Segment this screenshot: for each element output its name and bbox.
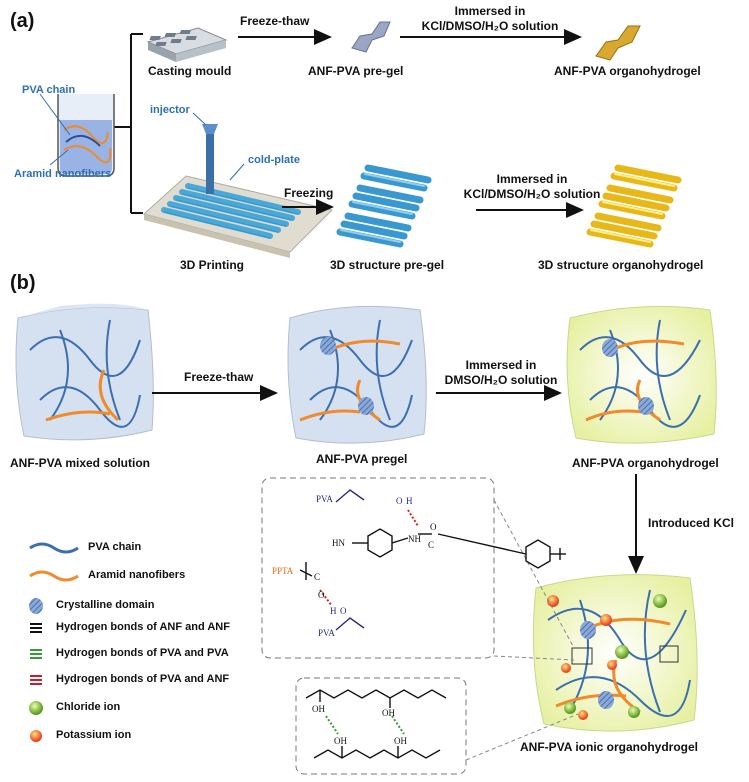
panel-b-label: (b) <box>10 272 36 294</box>
pregel-dogbone-illustration <box>351 21 391 53</box>
freeze-thaw-step-label: Freeze-thaw <box>240 14 310 28</box>
zoom-box-lower <box>295 677 467 775</box>
freeze-thaw-b-label: Freeze-thaw <box>184 370 254 384</box>
legend-potassium: Potassium ion <box>56 729 132 741</box>
o-label-ppta: O <box>318 590 325 600</box>
h-label-top: H <box>406 496 413 506</box>
immersed-step-label-2: Immersed in KCl/DMSO/H₂O solution <box>463 172 601 201</box>
o-label-bottom: O <box>340 606 347 616</box>
gel-cube-pregel <box>287 305 427 444</box>
green-dash-icon <box>30 649 42 659</box>
red-dash-icon <box>30 675 42 685</box>
legend-hbond-anf-anf: Hydrogen bonds of ANF and ANF <box>56 621 230 633</box>
3d-printing-caption: 3D Printing <box>180 258 245 272</box>
freezing-step-label: Freezing <box>284 186 334 200</box>
organohydrogel-caption: ANF-PVA organohydrogel <box>572 456 719 470</box>
legend-chloride: Chloride ion <box>56 701 121 713</box>
legend-hbond-pva-anf: Hydrogen bonds of PVA and ANF <box>56 673 230 685</box>
ionic-organohydrogel-caption: ANF-PVA ionic organohydrogel <box>520 740 699 754</box>
introduced-kcl-label: Introduced KCl <box>648 516 734 530</box>
panel-a-label: (a) <box>10 10 35 32</box>
blue-3d-structure-illustration <box>336 164 432 248</box>
gel-cube-organohydrogel <box>566 305 717 444</box>
injector-label: injector <box>150 104 190 116</box>
pva-label-top: PVA <box>316 494 333 504</box>
c-label-carbonyl: C <box>428 540 435 550</box>
beaker-illustration <box>39 93 115 177</box>
pregel-caption: ANF-PVA pregel <box>316 452 408 466</box>
anf-pva-pregel-caption: ANF-PVA pre-gel <box>308 64 404 78</box>
zoom-box-upper <box>261 477 495 659</box>
immersed-b-label: Immersed in DMSO/H₂O solution <box>444 358 558 387</box>
pva-label-bottom: PVA <box>318 628 335 638</box>
orange-sphere-icon <box>30 730 42 742</box>
wavy-orange-line-icon <box>29 570 79 582</box>
gel-cube-mixed-solution <box>15 303 154 441</box>
beaker-aramid-label: Aramid nanofibers <box>14 168 112 180</box>
hn-label: HN <box>332 538 345 548</box>
o-label-carbonyl: O <box>430 522 437 532</box>
wavy-blue-line-icon <box>29 542 79 554</box>
legend-aramid: Aramid nanofibers <box>88 569 186 581</box>
legend-pva-chain: PVA chain <box>88 541 142 553</box>
oh-label-2: OH <box>382 708 395 718</box>
casting-mould-caption: Casting mould <box>148 64 232 78</box>
process-bracket <box>112 33 143 214</box>
gold-3d-structure-illustration <box>586 164 682 248</box>
oh-label-1: OH <box>312 704 325 714</box>
ppta-label: PPTA <box>272 566 294 576</box>
legend-icons <box>29 542 79 742</box>
c-label-ppta: C <box>314 572 321 582</box>
pva-hydrogen-bond-structure <box>305 689 447 759</box>
cold-plate-label: cold-plate <box>248 154 300 166</box>
immersed-step-label-1: Immersed in KCl/DMSO/H₂O solution <box>421 4 559 33</box>
legend-hbond-pva-pva: Hydrogen bonds of PVA and PVA <box>56 647 229 659</box>
nh-label: NH <box>408 534 421 544</box>
beaker-pva-chain-label: PVA chain <box>22 84 76 96</box>
mixed-solution-caption: ANF-PVA mixed solution <box>10 456 151 470</box>
3d-structure-pregel-caption: 3D structure pre-gel <box>330 258 445 272</box>
3d-structure-organohydrogel-caption: 3D structure organohydrogel <box>538 258 704 272</box>
legend-crystalline: Crystalline domain <box>56 599 155 611</box>
green-sphere-icon <box>29 701 43 715</box>
gel-cube-ionic-organohydrogel <box>532 574 698 732</box>
o-label-top: O <box>396 496 403 506</box>
anf-pva-organohydrogel-caption: ANF-PVA organohydrogel <box>554 64 701 78</box>
crystalline-domain-icon <box>29 598 43 614</box>
ppta-pva-chemical-structure <box>299 528 566 580</box>
oh-label-4: OH <box>394 736 407 746</box>
h-label-bottom: H <box>330 606 337 616</box>
black-dash-icon <box>30 623 42 633</box>
organohydrogel-dogbone-illustration <box>595 25 641 61</box>
oh-label-3: OH <box>334 736 347 746</box>
casting-mould-illustration <box>146 27 228 62</box>
